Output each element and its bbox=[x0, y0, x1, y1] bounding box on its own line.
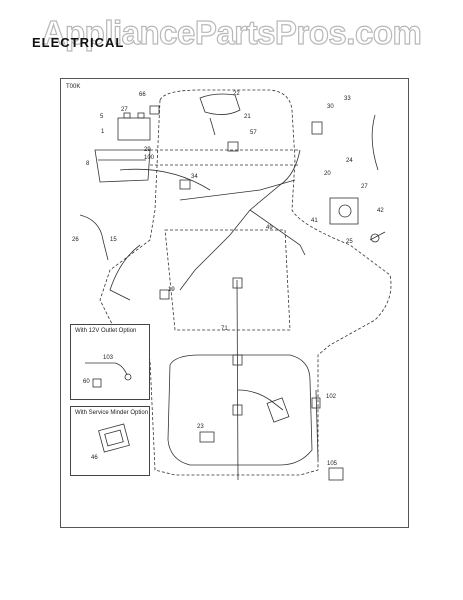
part-label: 20 bbox=[324, 171, 331, 177]
outlet-option-title: With 12V Outlet Option bbox=[75, 328, 137, 334]
part-label: 42 bbox=[377, 208, 384, 214]
part-label: 25 bbox=[346, 239, 353, 245]
diagram-code: T00K bbox=[66, 84, 81, 90]
part-label: 60 bbox=[83, 379, 90, 385]
service-option-diagram: 46 bbox=[91, 423, 130, 461]
part-label: 27 bbox=[121, 107, 128, 113]
part-label: 29 bbox=[144, 147, 151, 153]
part-label: 34 bbox=[191, 174, 198, 180]
part-label: 19 bbox=[168, 287, 175, 293]
part-label: 5 bbox=[100, 114, 104, 120]
diagram-frame bbox=[60, 78, 409, 528]
section-title: ELECTRICAL bbox=[32, 35, 125, 50]
outlet-option-diagram: 103 60 bbox=[83, 355, 132, 388]
watermark: AppliancePartsPros.com bbox=[41, 13, 422, 51]
part-label: 15 bbox=[110, 237, 117, 243]
part-label: 41 bbox=[311, 218, 318, 224]
part-label: 102 bbox=[326, 394, 337, 400]
outlet-option-box: With 12V Outlet Option 103 60 bbox=[70, 324, 150, 400]
part-label: 1 bbox=[101, 129, 105, 135]
part-labels: 66 22 33 27 5 21 1 57 30 24 29 100 8 34 … bbox=[72, 91, 384, 467]
part-label: 21 bbox=[244, 114, 251, 120]
part-label: 8 bbox=[86, 161, 90, 167]
part-label: 57 bbox=[250, 130, 257, 136]
part-label: 71 bbox=[221, 326, 228, 332]
part-label: 49 bbox=[266, 225, 273, 231]
part-label: 46 bbox=[91, 455, 98, 461]
part-label: 100 bbox=[144, 155, 155, 161]
part-label: 103 bbox=[103, 355, 114, 361]
part-label: 105 bbox=[327, 461, 338, 467]
part-label: 27 bbox=[361, 184, 368, 190]
part-label: 23 bbox=[197, 424, 204, 430]
part-label: 26 bbox=[72, 237, 79, 243]
part-label: 33 bbox=[344, 96, 351, 102]
part-label: 22 bbox=[233, 91, 240, 97]
part-label: 24 bbox=[346, 158, 353, 164]
part-label: 30 bbox=[327, 104, 334, 110]
service-option-title: With Service Minder Option bbox=[75, 410, 149, 416]
part-label: 66 bbox=[139, 92, 146, 98]
service-option-box: With Service Minder Option 46 bbox=[70, 406, 150, 476]
